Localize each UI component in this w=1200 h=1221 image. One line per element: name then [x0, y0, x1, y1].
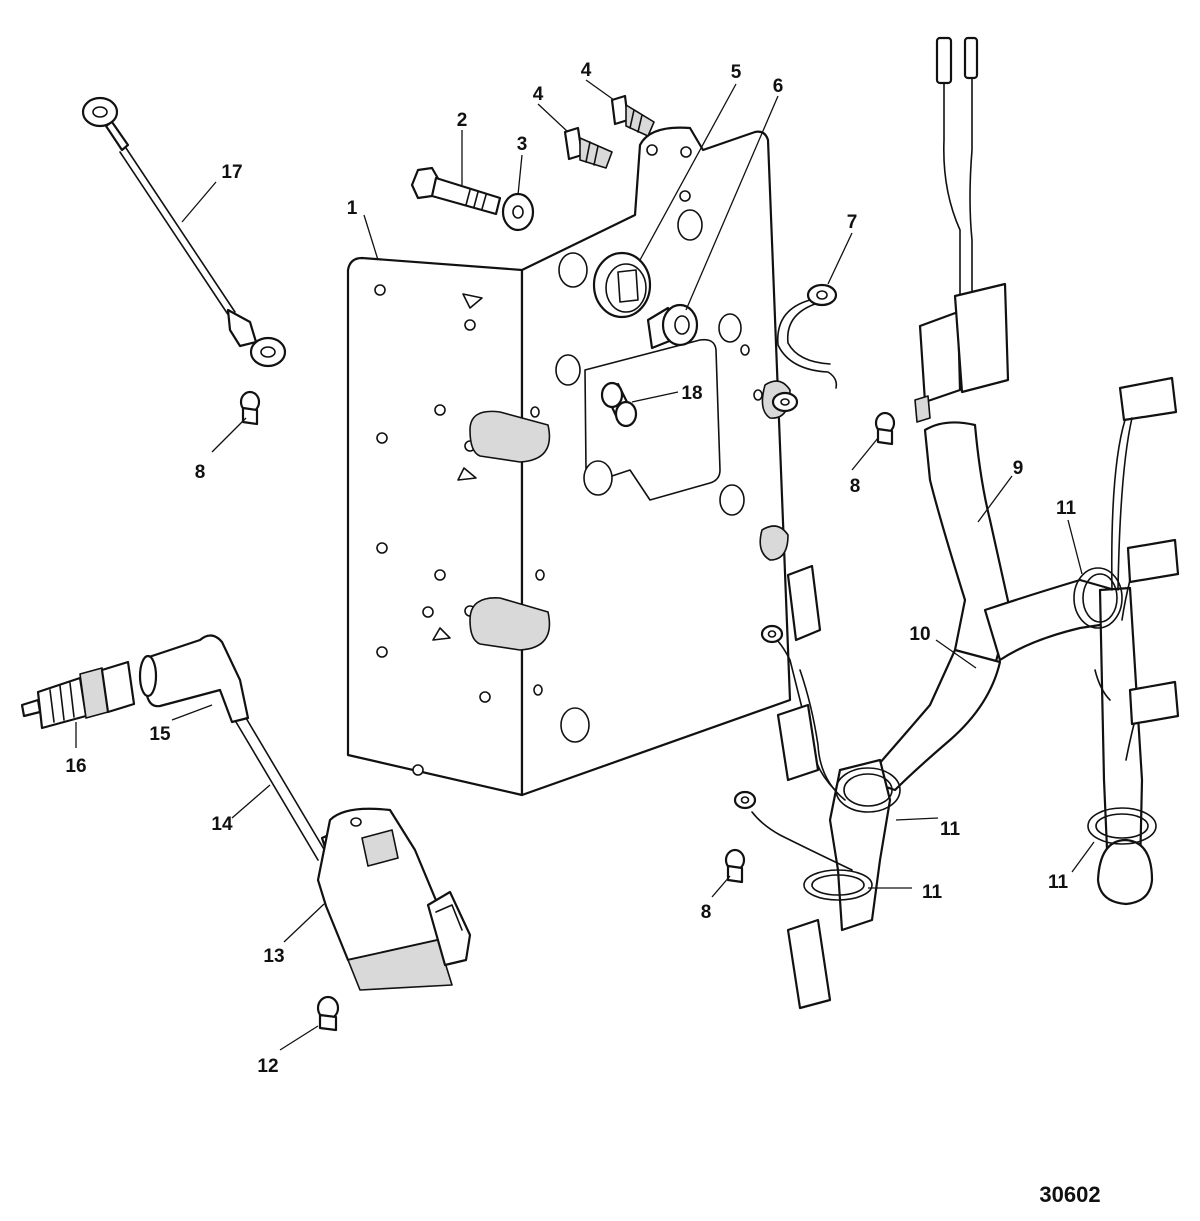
- callout-10: 10: [909, 624, 930, 645]
- ignition-lead: [235, 717, 329, 861]
- leader-lines: [75, 79, 1095, 1051]
- callout-17: 17: [221, 162, 242, 183]
- cable-clip-upper-right: [1073, 567, 1123, 629]
- push-fastener-lower: [563, 126, 613, 169]
- stud: [600, 381, 638, 428]
- callout-16: 16: [65, 756, 86, 777]
- ground-strap: [81, 96, 287, 368]
- reference-number: 30602: [1039, 1182, 1100, 1207]
- callout-15: 15: [149, 724, 171, 745]
- callout-4-upper: 4: [581, 60, 592, 81]
- callout-12: 12: [257, 1056, 278, 1077]
- bolt: [410, 166, 502, 216]
- callout-14: 14: [211, 814, 233, 835]
- callout-3: 3: [517, 134, 528, 155]
- callout-18: 18: [681, 383, 702, 404]
- callout-11-bottom-right: 11: [1048, 872, 1069, 893]
- mounting-plate: [346, 126, 792, 797]
- callout-9: 9: [1013, 458, 1024, 479]
- grommet: [592, 251, 652, 319]
- ground-lead-7: [771, 283, 838, 413]
- cable-clip-lower: [803, 869, 873, 901]
- callout-8-bottom: 8: [701, 902, 712, 923]
- spark-plug: [20, 660, 136, 730]
- callout-labels: 1 2 3 4 4 5 6 7 8 8 8 9 10 11 11 11 11 1…: [65, 60, 1076, 1077]
- callout-4-lower: 4: [533, 84, 544, 105]
- wiring-harness: [733, 36, 1180, 1010]
- washer: [501, 192, 535, 232]
- callout-13: 13: [263, 946, 284, 967]
- callout-11-center: 11: [940, 819, 961, 840]
- callout-11-lower: 11: [922, 882, 943, 903]
- bushing: [646, 303, 699, 350]
- screw-bottom: [724, 848, 746, 884]
- push-fastener-upper: [610, 94, 655, 137]
- spark-plug-boot: [138, 634, 250, 724]
- callout-5: 5: [731, 62, 742, 83]
- cable-clip-bottom-right: [1087, 807, 1157, 845]
- callout-7: 7: [847, 212, 858, 233]
- callout-8-left: 8: [195, 462, 206, 483]
- screw-left: [239, 390, 261, 426]
- ignition-coil: [316, 807, 472, 991]
- callout-11-upper-right: 11: [1056, 498, 1077, 519]
- callout-2: 2: [457, 110, 468, 131]
- callout-1: 1: [347, 198, 358, 219]
- callout-8-center: 8: [850, 476, 861, 497]
- cable-clip-center: [835, 767, 901, 813]
- callout-6: 6: [773, 76, 784, 97]
- screw-center: [874, 411, 896, 446]
- screw-12: [316, 995, 340, 1032]
